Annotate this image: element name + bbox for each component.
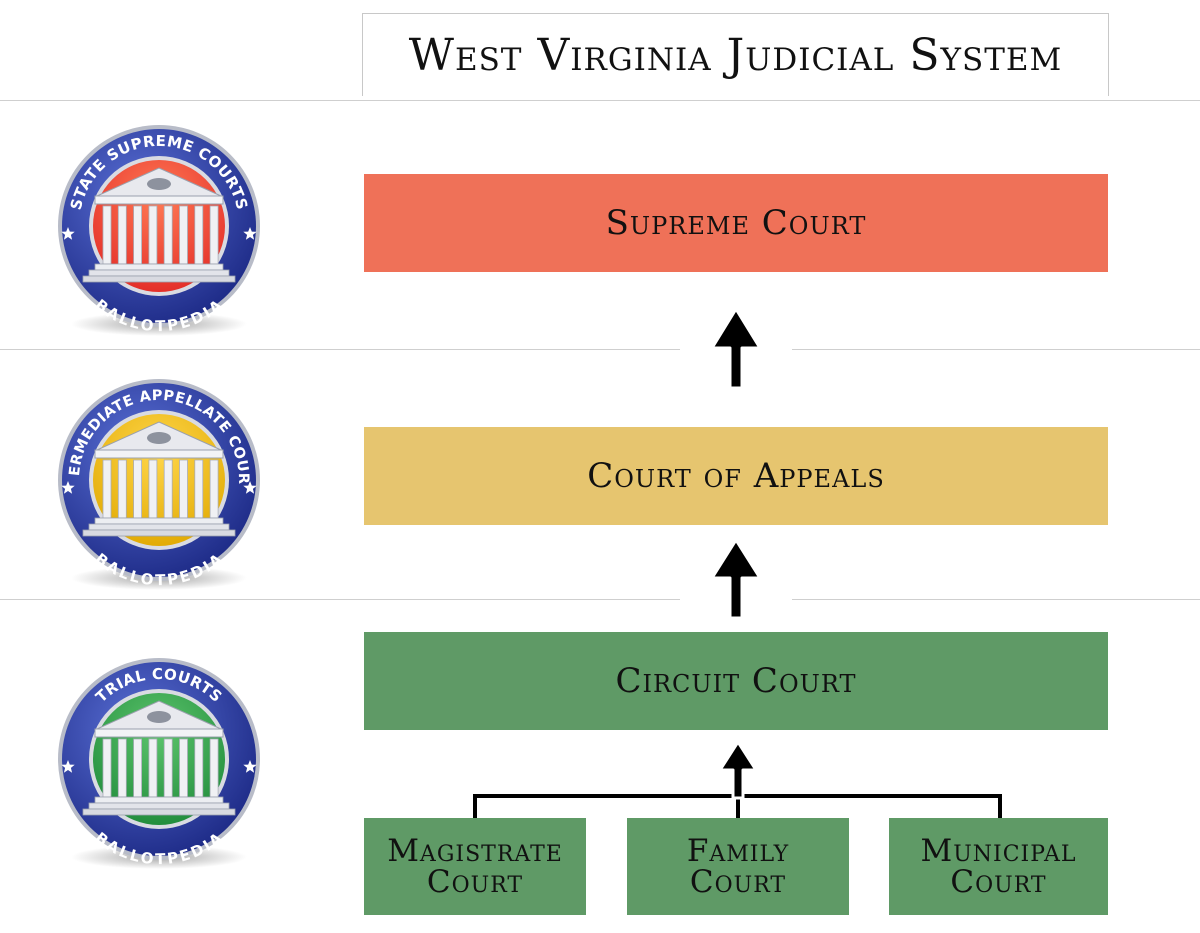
branch-connector [470, 740, 1005, 818]
municipal-court-box: Municipal Court [889, 818, 1108, 915]
magistrate-court-box: Magistrate Court [364, 818, 586, 915]
family-court-label-line1: Family [686, 832, 790, 869]
family-court-box: Family Court [627, 818, 849, 915]
magistrate-court-label-line1: Magistrate [387, 832, 563, 869]
tier-divider-top [0, 100, 1200, 101]
arrow-up-to-appeals-icon [710, 538, 762, 620]
supreme-court-box: Supreme Court [364, 174, 1108, 272]
circuit-court-box: Circuit Court [364, 632, 1108, 730]
magistrate-court-label-line2: Court [426, 863, 524, 900]
tier-divider-bottom [0, 599, 1200, 600]
circuit-court-label: Circuit Court [615, 661, 857, 701]
arrow-up-to-supreme-icon [710, 307, 762, 390]
municipal-court-label-line1: Municipal [920, 832, 1077, 869]
diagram-title: West Virginia Judicial System [408, 29, 1063, 81]
municipal-court-label-line2: Court [950, 863, 1047, 900]
court-of-appeals-label: Court of Appeals [587, 456, 885, 496]
title-box: West Virginia Judicial System [362, 13, 1109, 96]
supreme-court-label: Supreme Court [605, 203, 867, 243]
court-of-appeals-box: Court of Appeals [364, 427, 1108, 525]
tier-divider-middle [0, 349, 1200, 350]
family-court-label-line2: Court [689, 863, 787, 900]
